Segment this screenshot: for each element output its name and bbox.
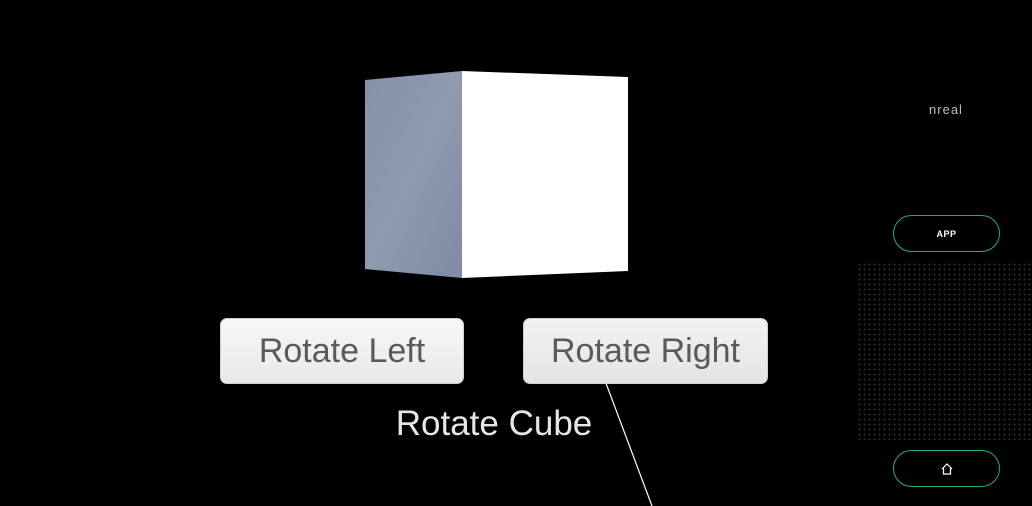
cube-front-face — [462, 71, 628, 278]
app-button[interactable]: APP — [893, 215, 1000, 252]
rotate-left-button[interactable]: Rotate Left — [220, 318, 464, 384]
home-button[interactable] — [893, 450, 1000, 487]
rotate-cube-label: Rotate Cube — [395, 404, 593, 443]
rotate-right-button[interactable]: Rotate Right — [523, 318, 768, 384]
cube-side-face — [365, 71, 462, 278]
pointer-ray — [603, 377, 653, 506]
brand-logo: nreal — [929, 102, 963, 117]
touchpad-area[interactable] — [857, 262, 1032, 440]
home-icon — [941, 462, 952, 475]
app-button-label: APP — [936, 228, 957, 239]
